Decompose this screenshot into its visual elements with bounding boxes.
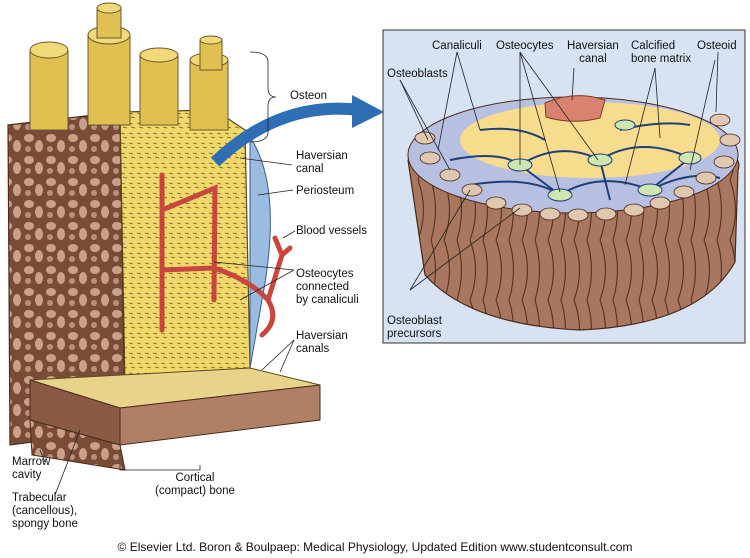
label-osteoblasts: Osteoblasts (387, 68, 448, 80)
osteon-columns (29, 2, 229, 131)
label-haversian-canals: Haversian canals (296, 330, 348, 355)
zoom-arrow-head (352, 95, 384, 128)
label-inset-haversian-canal: Haversian canal (567, 40, 619, 65)
label-cortical-bone: Cortical (compact) bone (155, 472, 235, 497)
label-osteon: Osteon (290, 90, 328, 102)
calcified-matrix (460, 102, 720, 178)
label-osteoblast-precursors: Osteoblast precursors (387, 315, 442, 340)
label-trabecular-bone: Trabecular (cancellous), spongy bone (12, 492, 78, 530)
label-osteocytes: Osteocytes (496, 40, 554, 52)
label-osteocytes-canaliculi: Osteocytes connected by canaliculi (296, 268, 359, 306)
bone-block (7, 2, 321, 471)
label-marrow-cavity: Marrow cavity (12, 456, 51, 481)
label-osteoid: Osteoid (697, 40, 737, 52)
blood-vessels (159, 172, 293, 338)
label-periosteum: Periosteum (296, 185, 355, 197)
label-calcified-bone-matrix: Calcified bone matrix (631, 40, 692, 65)
osteon-cross-section (407, 95, 741, 331)
leader-lines (39, 51, 719, 496)
label-haversian-canal: Haversian canal (296, 150, 348, 175)
label-canaliculi: Canaliculi (432, 40, 482, 52)
periosteum-layer (243, 129, 271, 369)
inset-haversian-canal (544, 95, 606, 122)
copyright-footer: © Elsevier Ltd. Boron & Boulpaep: Medica… (117, 540, 633, 554)
label-blood-vessels: Blood vessels (296, 225, 367, 237)
osteoblast-rim (414, 113, 741, 222)
zoom-arrow (210, 102, 361, 167)
